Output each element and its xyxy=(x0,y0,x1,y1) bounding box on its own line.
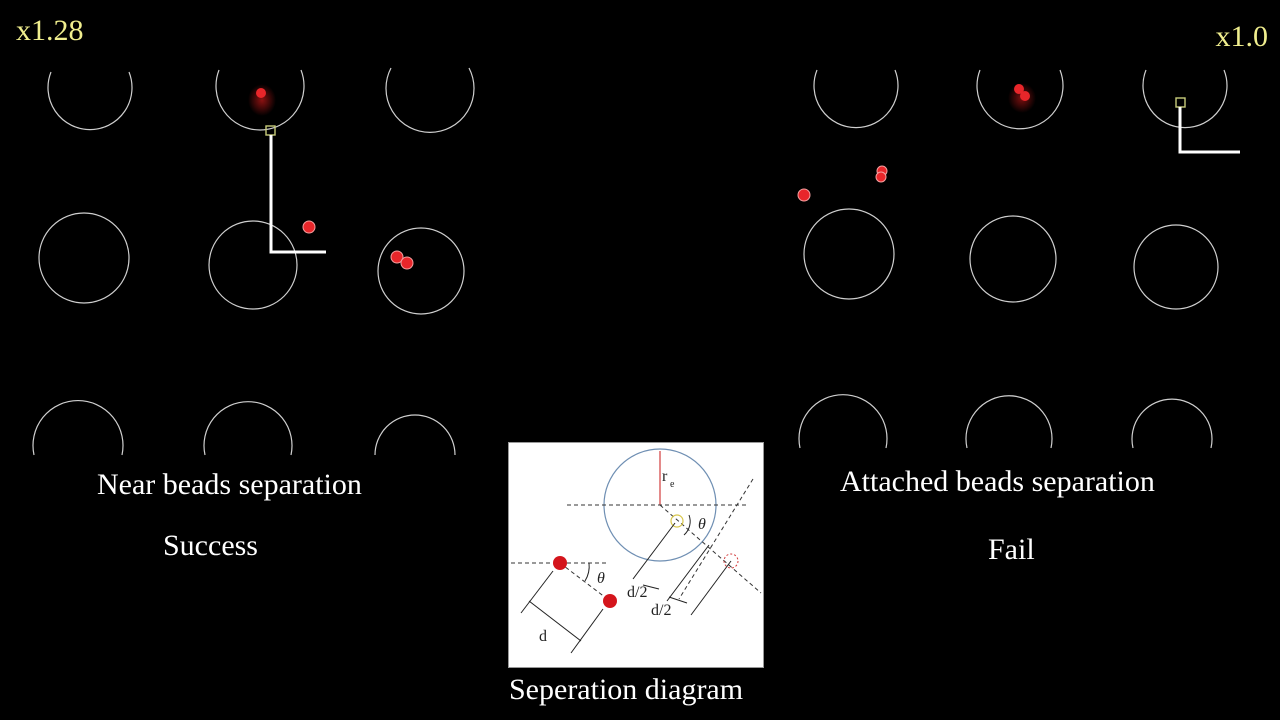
bead xyxy=(400,256,414,270)
trap-circle xyxy=(374,414,456,456)
bead xyxy=(390,250,404,264)
diagram-caption: Seperation diagram xyxy=(509,673,744,706)
trap-circle xyxy=(798,394,888,449)
bead xyxy=(256,88,266,98)
trap-circle xyxy=(965,395,1053,449)
target-marker-dashed xyxy=(723,553,739,569)
angle-label-bottom: θ xyxy=(597,570,605,587)
trap-circle xyxy=(208,220,298,310)
radius-label: r xyxy=(662,468,668,485)
bead xyxy=(302,220,316,234)
bead xyxy=(1020,91,1030,101)
trap-circle xyxy=(1133,224,1219,310)
half-distance-label-2: d/2 xyxy=(651,602,671,619)
trap-circle xyxy=(215,69,305,131)
radius-subscript: e xyxy=(670,479,675,490)
playback-speed-right: x1.0 xyxy=(1215,20,1269,53)
right-trap-array xyxy=(797,69,1240,449)
trap-circle xyxy=(38,212,130,304)
bead xyxy=(1014,84,1024,94)
trap-circle xyxy=(1131,398,1213,449)
trap-circle xyxy=(47,71,133,131)
trap-circle xyxy=(976,69,1064,130)
bead-1 xyxy=(553,556,567,570)
trap-circle xyxy=(377,227,465,315)
trap-circle xyxy=(203,401,293,456)
trap-circle xyxy=(969,215,1057,303)
target-marker xyxy=(1175,97,1186,108)
angle-label-top: θ xyxy=(698,516,706,533)
left-trap-array xyxy=(32,67,475,456)
left-title: Near beads separation xyxy=(97,468,362,501)
trap-circle xyxy=(1142,69,1228,129)
bead-2 xyxy=(603,594,617,608)
half-distance-label-1: d/2 xyxy=(627,584,647,601)
move-path xyxy=(269,135,326,254)
move-path xyxy=(1178,107,1240,154)
playback-speed-left: x1.28 xyxy=(16,14,84,47)
right-title: Attached beads separation xyxy=(840,465,1155,498)
separation-diagram: r e θ d/2 d/2 θ d xyxy=(508,442,764,668)
bead xyxy=(875,171,887,183)
trap-circle xyxy=(385,67,475,133)
trap-circle xyxy=(813,69,899,129)
trap-circle xyxy=(803,208,895,300)
trap-circle xyxy=(32,400,124,456)
center-marker xyxy=(670,514,684,528)
right-result: Fail xyxy=(988,533,1035,566)
distance-label: d xyxy=(539,628,547,645)
left-result: Success xyxy=(163,529,258,562)
bead xyxy=(797,188,811,202)
